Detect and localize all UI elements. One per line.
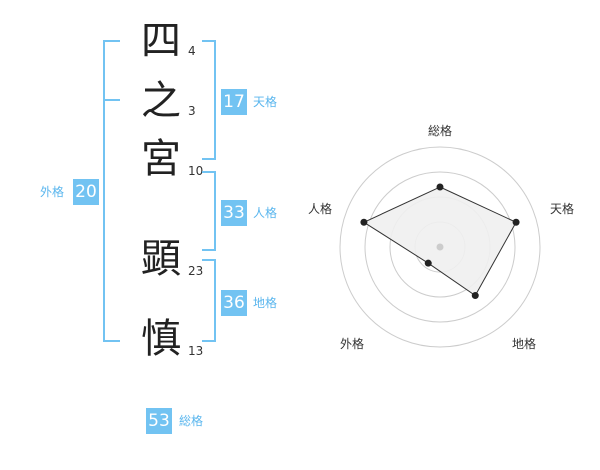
name-char-2: 之 [141,78,181,124]
radar-point-gaikaku [424,259,432,267]
name-char-4: 顕 [141,236,181,282]
gaikaku-label: 外格 [40,185,65,199]
jinkaku-label: 人格 [253,206,278,220]
gaikaku-bracket-split [103,99,120,101]
radar-axis-label-tenkaku: 天格 [550,202,575,216]
name-char-3: 宮 [141,136,181,182]
jinkaku-bracket [202,171,216,251]
soukaku-label: 総格 [179,414,204,428]
radar-point-soukaku [436,183,444,191]
radar-axis-label-soukaku: 総格 [428,124,453,138]
chikaku-value: 36 [221,290,247,316]
radar-grid-ring [364,171,516,323]
tenkaku-label: 天格 [253,95,278,109]
radar-axis-label-gaikaku: 外格 [340,337,365,351]
name-char-1: 四 [141,18,181,64]
chikaku-label: 地格 [253,296,278,310]
radar-axis-label-jinkaku: 人格 [308,202,333,216]
stroke-count-5: 13 [188,344,204,358]
radar-chart [339,146,541,348]
stroke-count-4: 23 [188,264,204,278]
jinkaku-value: 33 [221,200,247,226]
radar-center-dot [436,243,444,251]
stroke-count-3: 10 [188,164,204,178]
stroke-count-1: 4 [188,44,196,58]
radar-point-jinkaku [360,218,368,226]
radar-point-chikaku [471,292,479,300]
tenkaku-value: 17 [221,89,247,115]
gaikaku-bracket [103,40,120,342]
tenkaku-bracket [202,40,216,160]
radar-grid-ring [339,146,541,348]
chikaku-bracket [202,259,216,342]
radar-axis-label-chikaku: 地格 [512,337,537,351]
radar-point-tenkaku [512,218,520,226]
soukaku-value: 53 [146,408,172,434]
radar-value-polygon [362,186,517,297]
name-char-5: 慎 [141,316,181,362]
gaikaku-value: 20 [73,179,99,205]
stroke-count-2: 3 [188,104,196,118]
